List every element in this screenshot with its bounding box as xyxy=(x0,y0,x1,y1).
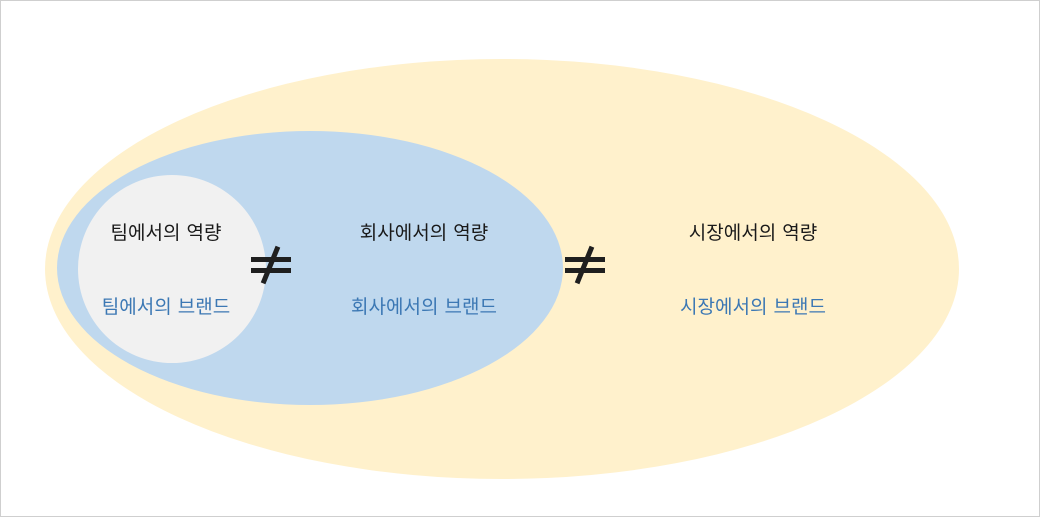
team-capability-label: 팀에서의 역량 xyxy=(110,222,222,244)
market-capability-label: 시장에서의 역량 xyxy=(688,222,818,244)
not-equal-icon xyxy=(565,245,605,285)
team-circle xyxy=(78,175,266,363)
company-brand-label: 회사에서의 브랜드 xyxy=(351,296,497,318)
market-brand-label: 시장에서의 브랜드 xyxy=(680,296,826,318)
company-capability-label: 회사에서의 역량 xyxy=(359,222,489,244)
team-brand-label: 팀에서의 브랜드 xyxy=(101,296,231,318)
not-equal-icon xyxy=(251,245,291,285)
